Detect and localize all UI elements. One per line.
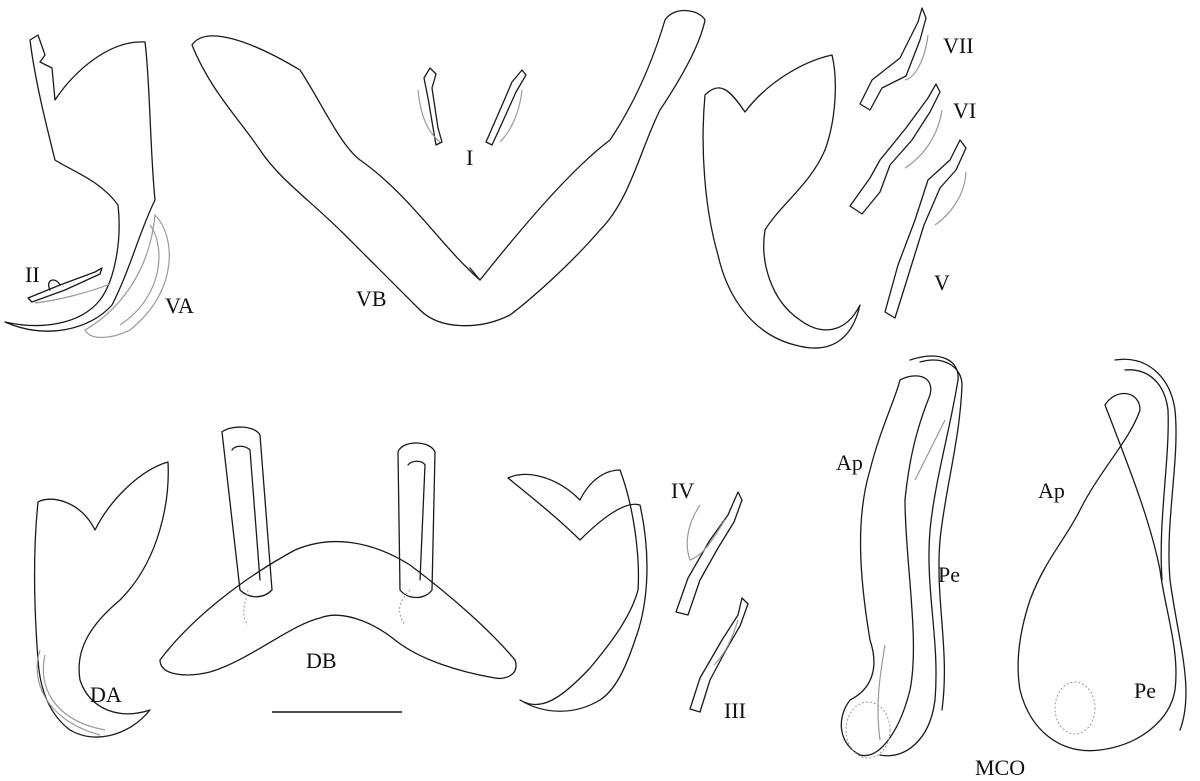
label-da: DA <box>90 682 122 707</box>
label-vb: VB <box>356 286 387 311</box>
label-hook-ii: II <box>25 262 40 287</box>
dorsal-bar-drawing <box>159 426 517 680</box>
label-hook-iii: III <box>724 698 746 723</box>
hook-v-drawing <box>884 139 967 319</box>
label-db: DB <box>306 648 337 673</box>
label-hook-vi: VI <box>953 98 977 123</box>
hook-iv-drawing <box>675 491 743 616</box>
dorsal-anchor-right-drawing <box>507 469 648 712</box>
label-hook-i: I <box>466 145 474 170</box>
ventral-anchor-right-drawing <box>702 54 861 349</box>
mco-left-drawing <box>840 355 963 759</box>
ventral-anchor-drawing <box>4 34 170 339</box>
label-ap-left: Ap <box>836 450 863 475</box>
dorsal-anchor-drawing <box>33 461 169 738</box>
label-hook-v: V <box>934 270 950 295</box>
hook-vi-drawing <box>849 83 943 215</box>
hook-ii-drawing <box>27 267 111 304</box>
label-hook-iv: IV <box>671 478 695 503</box>
label-hook-vii: VII <box>943 33 974 58</box>
mco-right-drawing <box>1017 358 1187 752</box>
label-ap-right: Ap <box>1038 478 1065 503</box>
hook-i-drawing <box>417 67 527 146</box>
label-pe-left: Pe <box>938 562 960 587</box>
ventral-bar-drawing <box>191 9 706 327</box>
label-mco: MCO <box>975 755 1026 780</box>
label-va: VA <box>165 293 194 318</box>
hook-vii-drawing <box>859 7 929 111</box>
label-pe-right: Pe <box>1134 678 1156 703</box>
hook-iii-drawing <box>689 597 749 713</box>
